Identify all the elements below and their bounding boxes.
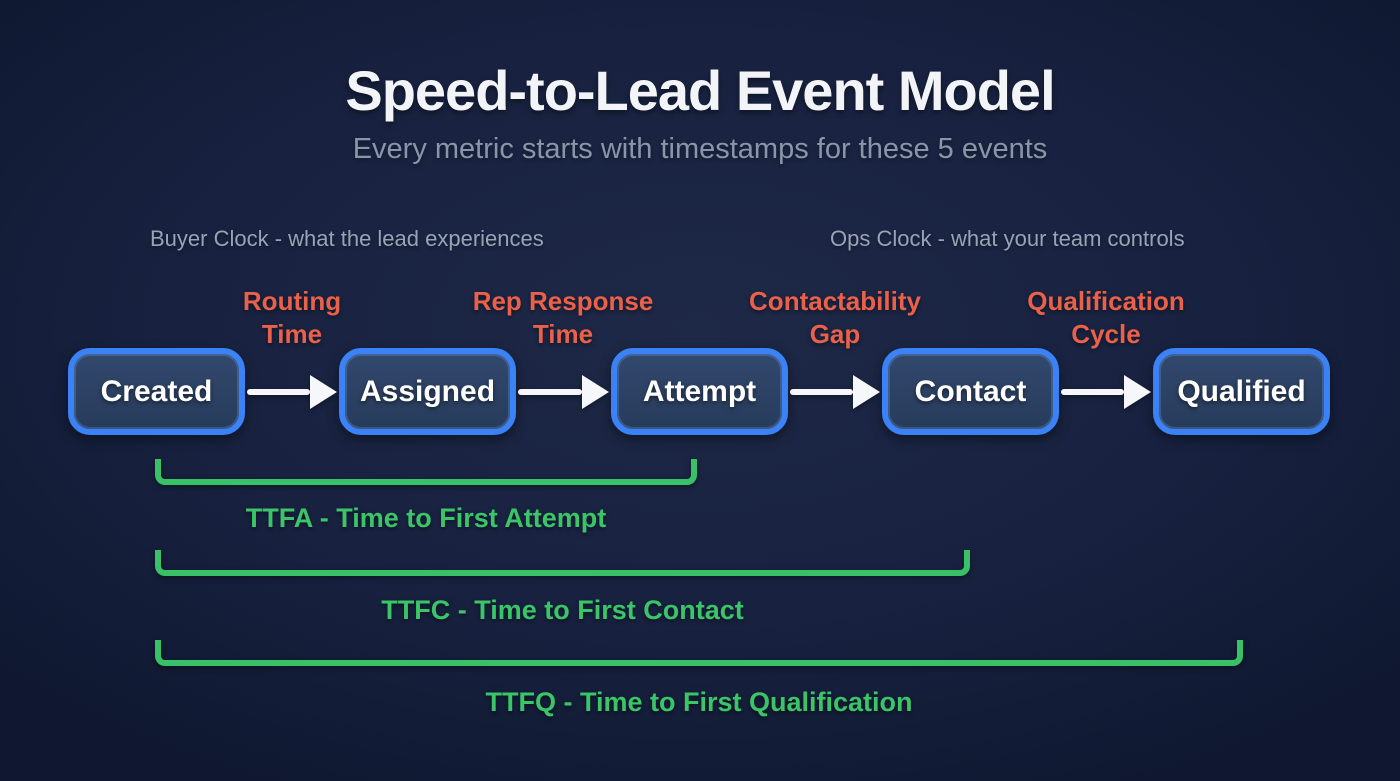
arrow-shaft [518, 389, 582, 395]
metric-label-ttfc: TTFC - Time to First Contact [381, 595, 744, 625]
arrow-created-to-assigned [247, 375, 337, 409]
event-node-assigned: Assigned [339, 348, 516, 435]
event-node-label: Assigned [359, 374, 496, 408]
ops-clock-label: Ops Clock - what your team controls [830, 226, 1185, 251]
event-node-attempt: Attempt [611, 348, 788, 435]
bracket-ttfc [155, 550, 970, 576]
arrow-shaft [790, 389, 853, 395]
arrow-head-icon [582, 375, 609, 409]
arrow-assigned-to-attempt [518, 375, 609, 409]
bracket-ttfa [155, 459, 697, 485]
transition-label-qualification-cycle: Qualification Cycle [1027, 286, 1185, 349]
arrow-shaft [1061, 389, 1124, 395]
event-node-label: Created [100, 374, 213, 408]
arrow-shaft [247, 389, 310, 395]
bracket-ttfq [155, 640, 1243, 666]
transition-label-rep-response-time: Rep Response Time [472, 286, 654, 349]
arrow-head-icon [853, 375, 880, 409]
page-subtitle: Every metric starts with timestamps for … [352, 133, 1048, 165]
arrow-contact-to-qualified [1061, 375, 1151, 409]
event-node-qualified: Qualified [1153, 348, 1330, 435]
transition-label-routing-time: Routing Time [242, 286, 342, 349]
page-title: Speed-to-Lead Event Model [345, 59, 1055, 122]
metric-label-ttfa: TTFA - Time to First Attempt [245, 503, 607, 533]
arrow-attempt-to-contact [790, 375, 880, 409]
arrow-head-icon [1124, 375, 1151, 409]
buyer-clock-label: Buyer Clock - what the lead experiences [150, 226, 544, 251]
event-node-label: Qualified [1177, 374, 1306, 408]
event-node-label: Attempt [642, 374, 757, 408]
arrow-head-icon [310, 375, 337, 409]
event-node-contact: Contact [882, 348, 1059, 435]
event-node-created: Created [68, 348, 245, 435]
metric-label-ttfq: TTFQ - Time to First Qualification [485, 687, 913, 717]
transition-label-contactability-gap: Contactability Gap [749, 286, 921, 349]
event-node-label: Contact [914, 374, 1027, 408]
